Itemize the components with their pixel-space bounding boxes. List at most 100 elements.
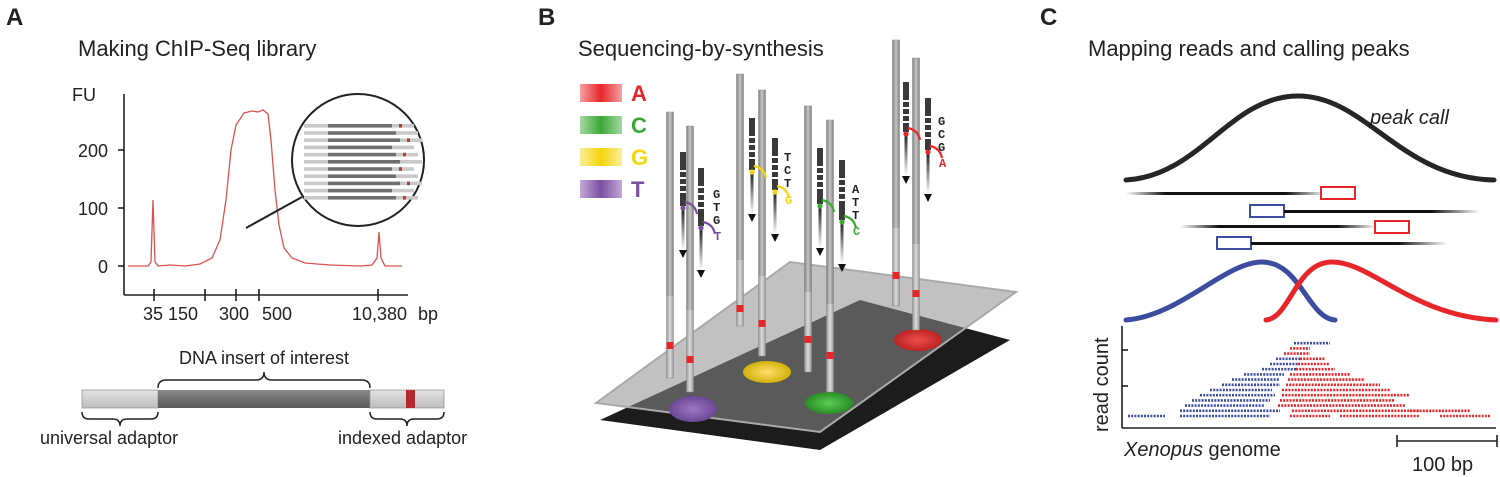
strand-band [749,150,755,152]
strand-band [772,177,778,179]
pole-index-mark [736,305,744,312]
synthesis-arrow [838,264,846,272]
fragment-insert [328,124,392,128]
forward-read-box [1374,220,1410,234]
universal-adaptor-brace [81,411,159,427]
strand-base: G [938,115,945,129]
y-tick-100: 100 [78,199,108,219]
cluster-spot-green [805,392,853,414]
reverse-read-box [1249,204,1285,218]
strand-band [903,121,909,123]
fragment-insert [328,152,396,157]
x-tick-150: 150 [168,304,198,324]
strand-band [839,178,845,180]
x-tick-10380: 10,380 [352,304,407,324]
indexed-adaptor-label: indexed adaptor [338,428,467,448]
index-sequence-mark [406,390,415,408]
read-line [1251,242,1447,245]
fragment-insert [328,174,396,178]
strand-band [772,163,778,165]
fragment-insert [328,145,392,150]
nucleotide-link [929,144,944,159]
strand-base: G [938,141,945,155]
strand-band [925,116,931,118]
strand-band [749,136,755,138]
incorporated-nucleotide [839,219,845,225]
strand-base: T [852,196,859,210]
panel-c-title: Mapping reads and calling peaks [1088,36,1410,61]
fragment-index [399,124,402,128]
scale-bar-label: 100 bp [1412,454,1473,476]
strand-band [680,191,686,193]
pole-index-mark [826,352,834,359]
strand-band [749,157,755,159]
panel-b-letter: B [538,4,555,31]
fragment-adaptor [400,138,422,142]
fragment-adaptor [304,145,328,150]
strand-base: C [784,164,791,178]
legend-swatch-a [580,84,622,102]
cluster-spot-red [894,329,942,351]
fragment-insert [328,160,400,164]
fragment-adaptor [400,160,422,164]
panel-c: C Mapping reads and calling peaks peak c… [1040,4,1499,476]
genome-axis-label: Xenopus genome [1123,439,1281,461]
universal-adaptor-bar [81,389,159,409]
pole-index-mark [912,290,920,297]
strand-base: T [784,151,791,165]
forward-read-box [1320,186,1356,200]
peak-call-label: peak call [1369,107,1449,129]
pole-index-mark [804,336,812,343]
fragment-adaptor [304,160,328,164]
strand-base: C [938,128,945,142]
indexed-adaptor-brace [369,411,445,427]
fragment-insert [328,167,392,171]
fragment-adaptor [396,196,418,200]
dna-pole-shade [666,112,674,296]
nucleotide-link [821,198,836,213]
strand-extension [818,204,822,248]
nucleotide-link [753,164,768,179]
forward-strand-density [1263,259,1499,323]
dna-strand [839,160,845,220]
synthesis-arrow [902,176,910,184]
fragment-insert [328,181,400,186]
fragment-adaptor [304,152,328,157]
panel-b-title: Sequencing-by-synthesis [578,36,824,61]
dna-strand [817,148,823,204]
x-tick-500: 500 [262,304,292,324]
strand-base: T [784,177,791,191]
incorporated-nucleotide [925,149,931,155]
legend-label-a: A [631,81,647,106]
strand-band [925,130,931,132]
paired-reads [1126,186,1480,250]
strand-band [839,185,845,187]
panel-b: B Sequencing-by-synthesis A C G T G T G [538,4,1019,450]
magnifier-pointer [245,196,303,229]
incorporated-nucleotide [680,205,686,211]
fragment-adaptor [396,152,418,157]
strand-extension [840,220,844,264]
strand-band [680,177,686,179]
cluster-spot-yellow [743,361,791,383]
read-line [1126,192,1326,195]
fragment-insert [328,196,396,200]
strand-extension [773,190,777,234]
read-pileup [1128,341,1490,418]
fragment-index [407,138,410,142]
legend-swatch-g [580,148,622,166]
fragment-adaptor [392,188,414,193]
synthesis-arrow [748,214,756,222]
strand-band [698,186,704,188]
strand-band [839,192,845,194]
fragment-index [399,167,402,171]
universal-adaptor-label: universal adaptor [40,428,178,448]
strand-band [925,123,931,125]
fu-axis-label: FU [72,85,96,105]
read-line [1284,210,1480,213]
legend-label-c: C [631,113,647,138]
strand-band [925,137,931,139]
dna-strand [698,168,704,226]
strand-band [680,184,686,186]
fragment-adaptor [304,196,328,200]
